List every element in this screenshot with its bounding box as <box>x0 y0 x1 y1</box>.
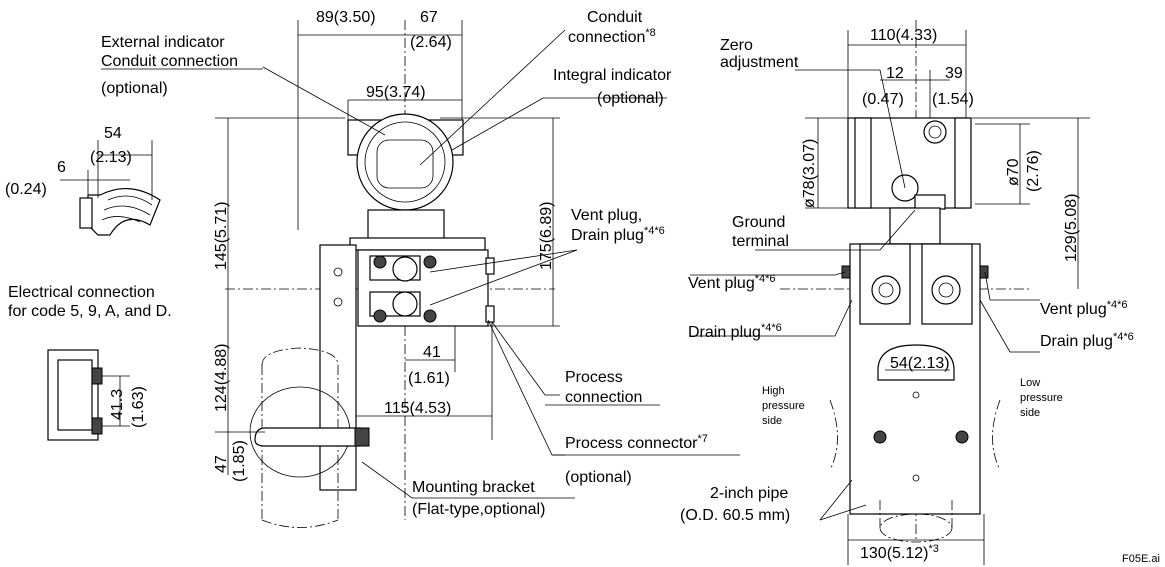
drain-plug-right-note: *4*6 <box>1113 331 1134 343</box>
dim-70: ø70 <box>1005 158 1022 186</box>
side-view <box>690 20 1090 565</box>
label-conduit-connection-left: Conduit connection <box>101 53 238 70</box>
label-mounting-bracket-2: (Flat-type,optional) <box>412 501 545 518</box>
label-vent-drain-2: Drain plug*4*6 <box>571 225 665 244</box>
label-drain-plug-left: Drain plug*4*6 <box>688 322 782 341</box>
vent-drain-note: *4*6 <box>644 225 665 237</box>
dim-175: 175(6.89) <box>538 202 555 271</box>
label-integral-indicator: Integral indicator <box>553 67 672 84</box>
vent-plug-left-word: Vent plug <box>688 275 755 292</box>
vent-plug-right-word: Vent plug <box>1040 301 1107 318</box>
dim-145: 145(5.71) <box>213 202 230 271</box>
dim-41: 41 <box>423 344 441 361</box>
label-process-connection-1: Process <box>565 369 623 386</box>
label-electrical-connection-1: Electrical connection <box>8 284 155 301</box>
dim-6-in: (0.24) <box>5 181 47 198</box>
dim-129: 129(5.08) <box>1063 194 1080 263</box>
dim-95: 95(3.74) <box>366 84 426 101</box>
electrical-connection-detail <box>60 140 161 236</box>
dim-78: ø78(3.07) <box>801 139 818 208</box>
label-pipe-1: 2-inch pipe <box>710 485 788 502</box>
dim-39-in: (1.54) <box>932 91 974 108</box>
dim-47-in: (1.85) <box>231 440 248 482</box>
process-connector-word: Process connector <box>565 435 698 452</box>
label-low-pressure-3: side <box>1020 407 1040 419</box>
label-optional-left: (optional) <box>101 80 168 97</box>
dim-67: 67 <box>420 9 438 26</box>
dim-124: 124(4.88) <box>213 344 230 413</box>
label-external-indicator: External indicator <box>101 34 225 51</box>
vent-plug-right-note: *4*6 <box>1107 299 1128 311</box>
label-ground-terminal-1: Ground <box>732 214 785 231</box>
dim-41-3: 41.3 <box>109 389 126 420</box>
dim-41-3-in: (1.63) <box>130 386 147 428</box>
drain-plug-right-word: Drain plug <box>1040 333 1113 350</box>
vent-plug-left-note: *4*6 <box>755 273 776 285</box>
dim-67-in: (2.64) <box>410 34 452 51</box>
dim-70-in: (2.76) <box>1025 150 1042 192</box>
label-vent-plug-left: Vent plug*4*6 <box>688 273 776 292</box>
label-process-connector-optional: (optional) <box>565 469 632 486</box>
figure-id: F05E.ai <box>1122 553 1160 565</box>
dim-6: 6 <box>57 159 66 176</box>
label-mounting-bracket-1: Mounting bracket <box>412 479 535 496</box>
dim-39: 39 <box>945 65 963 82</box>
label-pipe-2: (O.D. 60.5 mm) <box>680 507 790 524</box>
label-conduit-top: Conduit <box>587 9 643 26</box>
label-ground-terminal-2: terminal <box>732 233 789 250</box>
drain-plug-left-word: Drain plug <box>688 324 761 341</box>
label-high-pressure-2: pressure <box>762 400 805 412</box>
drain-plug-left-note: *4*6 <box>761 322 782 334</box>
label-conduit-top-2: connection*8 <box>568 27 656 46</box>
label-zero-adjustment-2: adjustment <box>720 54 799 71</box>
label-drain-plug-right: Drain plug*4*6 <box>1040 331 1134 350</box>
dim-12-in: (0.47) <box>862 91 904 108</box>
label-vent-drain-1: Vent plug, <box>571 207 642 224</box>
conduit-note: *8 <box>645 27 655 39</box>
conduit-connection-word: connection <box>568 29 645 46</box>
dim-130: 130(5.12)*3 <box>860 543 939 562</box>
label-process-connector: Process connector*7 <box>565 433 708 452</box>
label-low-pressure-1: Low <box>1020 377 1040 389</box>
label-integral-optional: (optional) <box>597 90 664 107</box>
dim-41-in: (1.61) <box>408 370 450 387</box>
dim-54b: 54(2.13) <box>890 355 950 372</box>
dim-12: 12 <box>886 65 904 82</box>
dim-47: 47 <box>213 455 230 473</box>
label-process-connection-2: connection <box>565 389 642 406</box>
label-low-pressure-2: pressure <box>1020 392 1063 404</box>
process-connector-note: *7 <box>698 433 708 445</box>
label-electrical-connection-2: for code 5, 9, A, and D. <box>8 303 172 320</box>
dim-54: 54 <box>104 125 122 142</box>
label-high-pressure-1: High <box>762 385 785 397</box>
vent-drain-word: Drain plug <box>571 227 644 244</box>
label-zero-adjustment-1: Zero <box>720 37 753 54</box>
dim-89: 89(3.50) <box>316 9 376 26</box>
dim-130-note: *3 <box>929 543 939 555</box>
label-high-pressure-3: side <box>762 415 782 427</box>
connector-detail <box>47 349 130 441</box>
front-view <box>215 20 667 528</box>
label-vent-plug-right: Vent plug*4*6 <box>1040 299 1128 318</box>
dim-54-in: (2.13) <box>90 149 132 166</box>
dim-110: 110(4.33) <box>870 27 937 44</box>
dim-130-value: 130(5.12) <box>860 545 929 562</box>
dim-115: 115(4.53) <box>384 400 451 417</box>
